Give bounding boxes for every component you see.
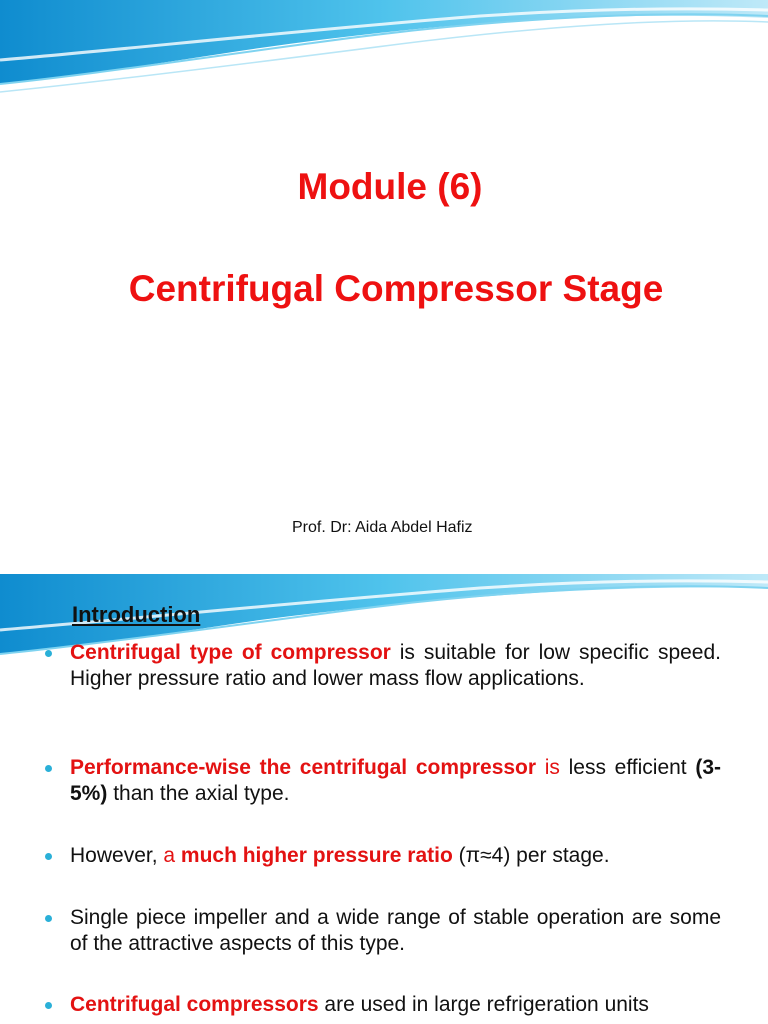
bullet-dot-icon — [45, 765, 52, 772]
slide-divider — [0, 570, 768, 574]
section-heading: Introduction — [72, 602, 201, 627]
bullet-emphasis: Performance-wise the centrifugal compres… — [70, 756, 537, 779]
bullet-dot-icon — [45, 650, 52, 657]
bullet-item: However, a much higher pressure ratio (π… — [45, 843, 721, 869]
bullet-item: Performance-wise the centrifugal compres… — [45, 755, 722, 807]
bullet-emphasis: (3-5%) — [70, 756, 722, 805]
bullet-text: is — [536, 756, 560, 779]
bullet-text: is suitable for low specific speed. High… — [70, 641, 721, 690]
bullet-text: than the axial type. — [107, 782, 290, 805]
stage-title: Centrifugal Compressor Stage — [128, 268, 664, 309]
bullet-text: However, — [70, 844, 164, 867]
wave-header-decoration — [0, 574, 768, 655]
bullet-text: a — [163, 844, 181, 867]
bullet-item: Single piece impeller and a wide range o… — [45, 905, 721, 957]
bullet-text: (π≈4) per stage. — [452, 844, 610, 867]
bullet-emphasis: much higher pressure ratio — [180, 844, 453, 867]
bullet-dot-icon — [45, 1002, 52, 1009]
bullet-text: less efficient — [559, 756, 696, 779]
title-slide: Module (6) Centrifugal Compressor Stage … — [0, 0, 768, 536]
bullet-dot-icon — [45, 915, 52, 922]
wave-header-decoration — [0, 0, 768, 93]
bullet-text: Single piece impeller and a wide range o… — [70, 906, 721, 955]
module-title: Module (6) — [297, 166, 483, 207]
bullet-text: are used in large refrigeration units — [318, 993, 649, 1016]
introduction-slide: Introduction Centrifugal type of compres… — [0, 574, 768, 1024]
bullet-dot-icon — [45, 853, 52, 860]
bullet-emphasis: Centrifugal compressors — [70, 993, 319, 1016]
author-name: Prof. Dr: Aida Abdel Hafiz — [292, 519, 473, 536]
bullet-item: Centrifugal compressors are used in larg… — [45, 992, 721, 1018]
bullet-emphasis: Centrifugal type of compressor — [70, 641, 391, 664]
bullet-item: Centrifugal type of compressor is suitab… — [45, 640, 721, 692]
